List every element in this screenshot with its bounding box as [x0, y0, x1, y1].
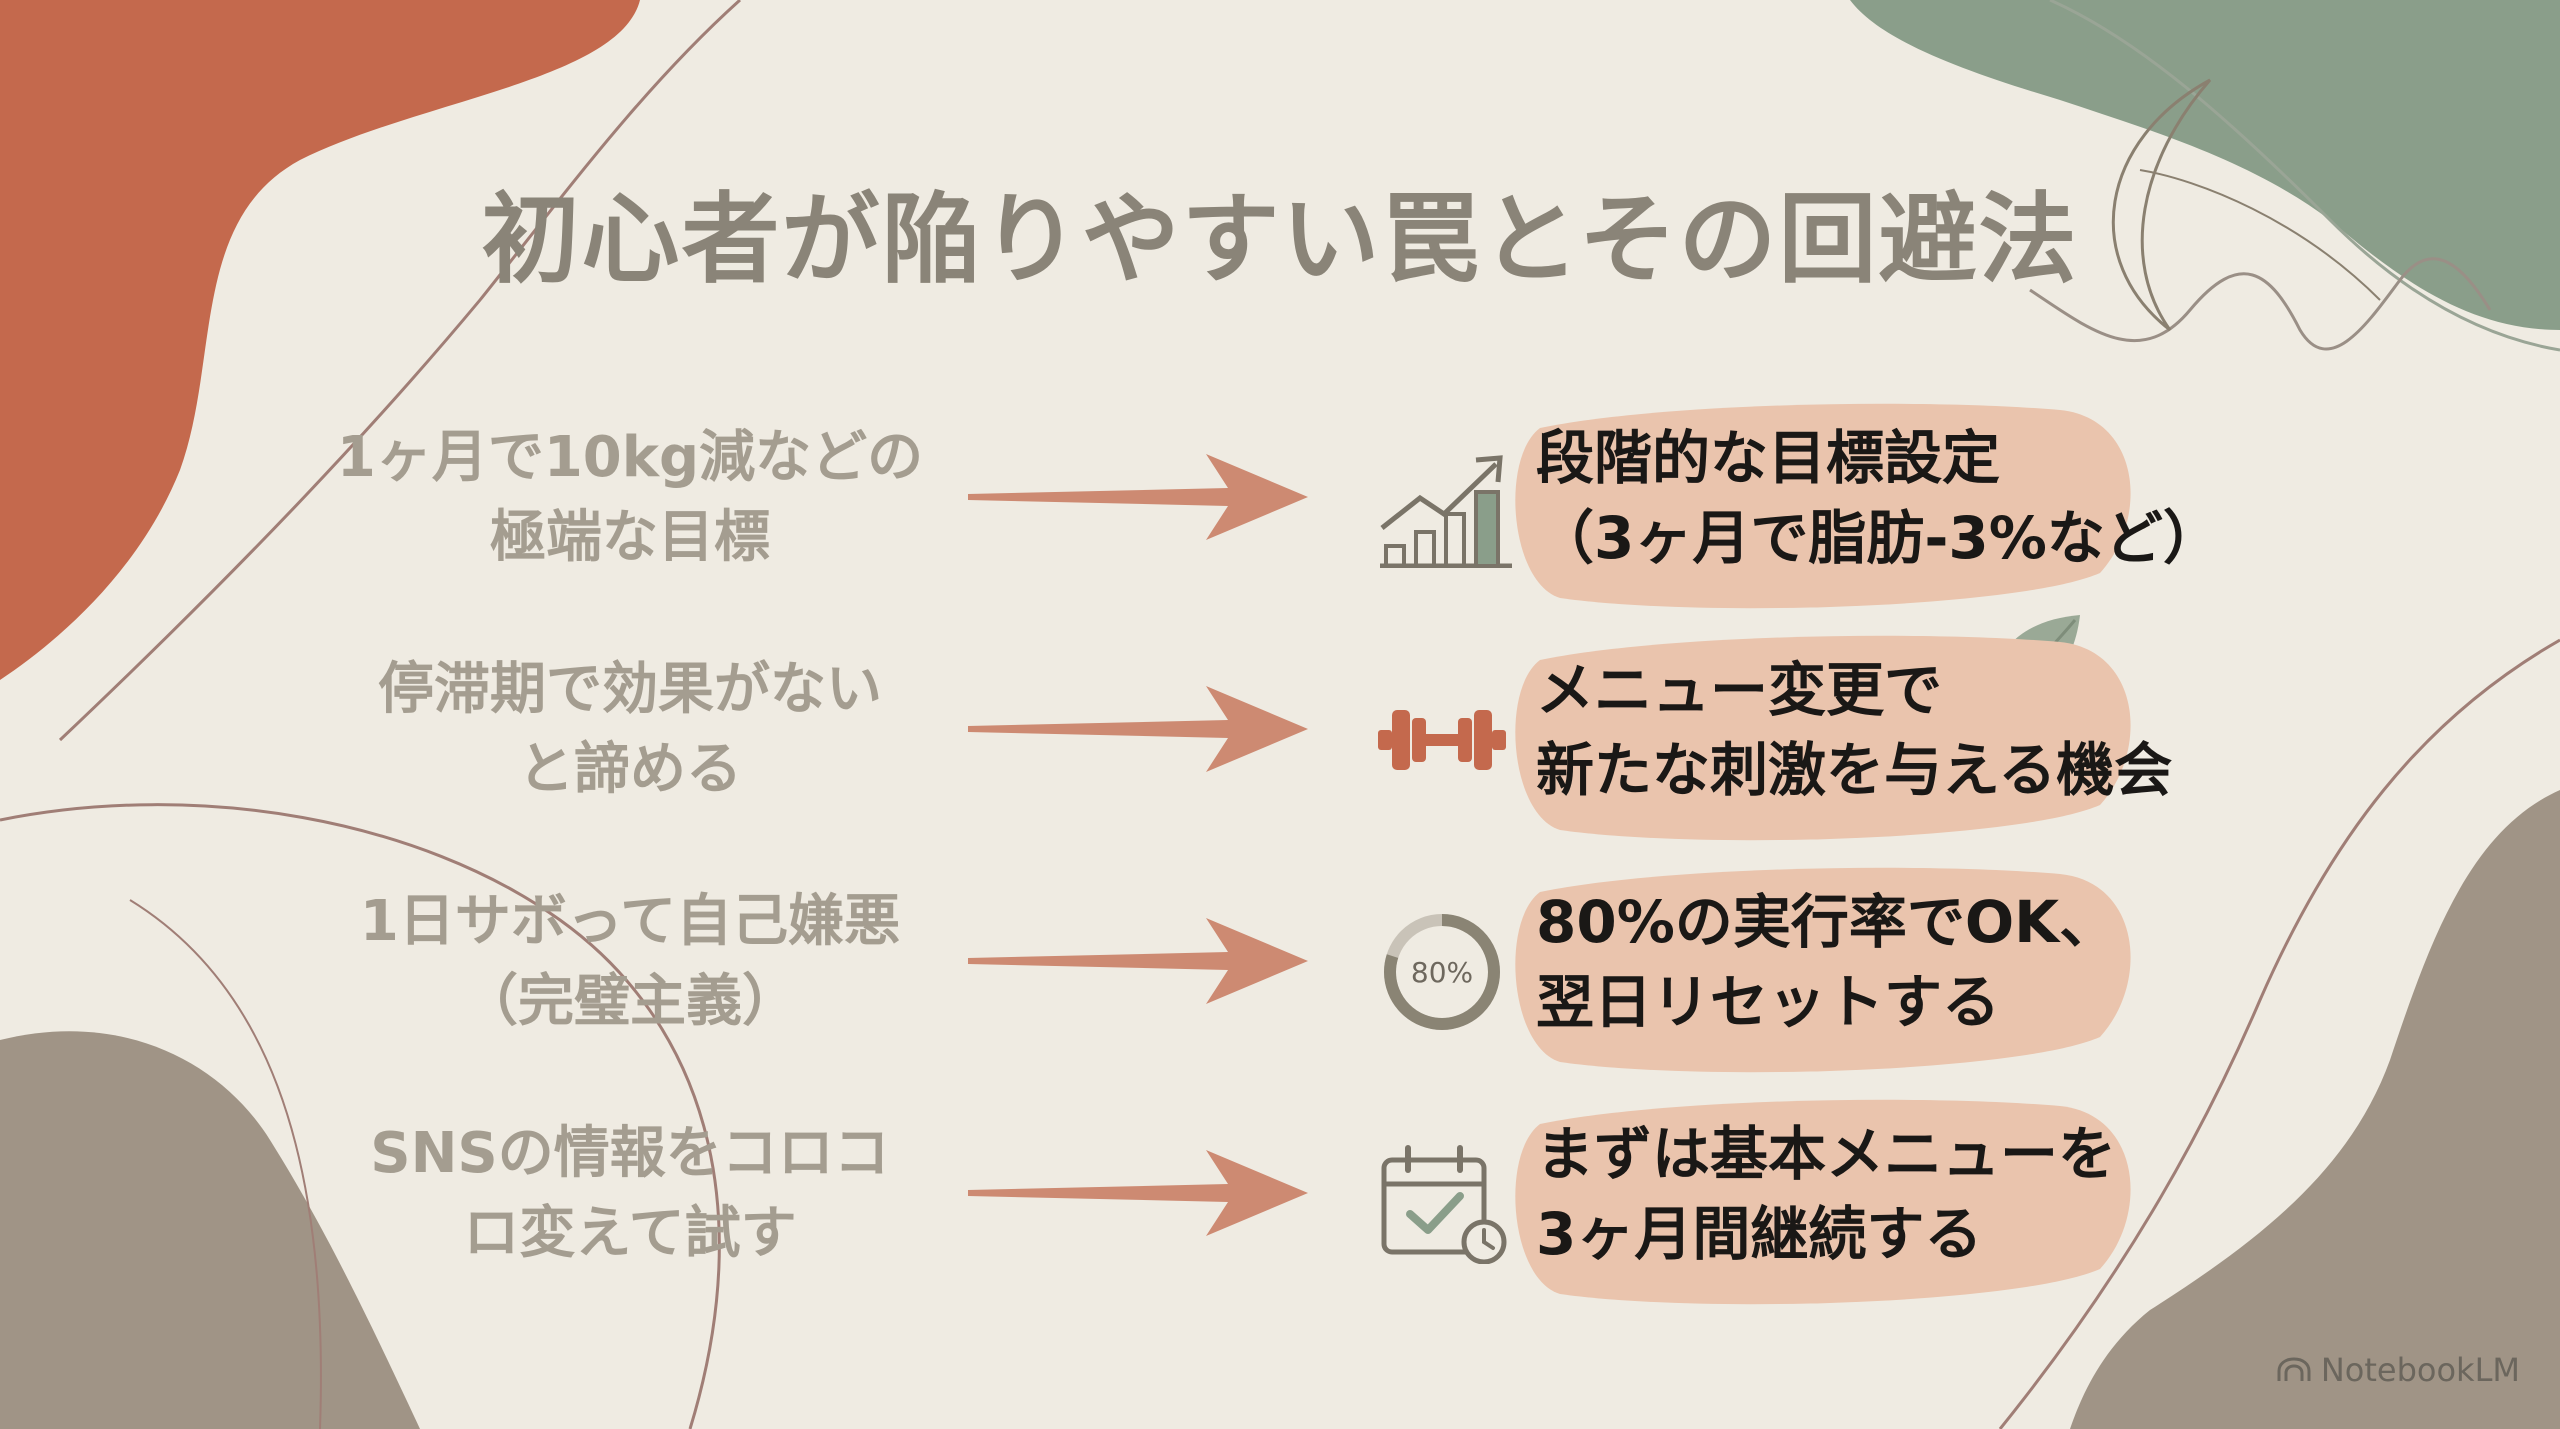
taupe-blob-left — [0, 1031, 420, 1429]
taupe-blob-right — [2070, 790, 2560, 1429]
right-arrow-icon — [968, 1150, 1308, 1236]
solution-highlight — [1515, 1099, 2131, 1305]
terracotta-blob — [0, 0, 640, 680]
solution-highlight — [1515, 635, 2131, 841]
solution-highlight — [1515, 867, 2131, 1073]
svg-text:80%: 80% — [1411, 956, 1473, 989]
solution-text: 80%の実行率でOK、 翌日リセットする — [1536, 888, 2118, 1036]
problem-text: 1日サボって自己嫌悪 （完璧主義） — [359, 889, 901, 1034]
right-arrow-icon — [968, 686, 1308, 772]
right-arrow-icon — [968, 918, 1308, 1004]
growth-chart-icon — [1380, 455, 1512, 568]
problem-text: 停滞期で効果がない と諦める — [378, 657, 882, 802]
dumbbell-icon — [1378, 710, 1506, 770]
tip-row-3: 1日サボって自己嫌悪 （完璧主義） 80% 80%の実行率でOK、 翌日リセット… — [0, 862, 2560, 1073]
solution-text: 段階的な目標設定 （3ヶ月で脂肪-3%など） — [1536, 424, 2221, 572]
notebooklm-watermark: NotebookLM — [2277, 1351, 2520, 1389]
page-title: 初心者が陥りやすい罠とその回避法 — [481, 182, 2079, 297]
problem-text: SNSの情報をコロコ ロ変えて試す — [370, 1121, 890, 1266]
tip-row-4: SNSの情報をコロコ ロ変えて試す まずは基本メニューを 3ヶ月間継続する — [0, 1094, 2560, 1305]
solution-text: まずは基本メニューを 3ヶ月間継続する — [1536, 1120, 2117, 1268]
right-arrow-icon — [968, 454, 1308, 540]
calendar-check-icon — [1381, 1145, 1507, 1264]
tip-row-2: 停滞期で効果がない と諦める メニュー変更で 新たな刺激を与える機会 — [0, 630, 2560, 841]
solution-highlight — [1515, 403, 2131, 609]
sage-blob — [1850, 0, 2560, 330]
brand-label: NotebookLM — [2320, 1351, 2520, 1389]
progress-ring-icon: 80% — [1384, 914, 1500, 1030]
solution-text: メニュー変更で 新たな刺激を与える機会 — [1536, 656, 2173, 804]
tip-row-1: 1ヶ月で10kg減などの 極端な目標 段階的な目標設定 （3ヶ月で脂肪-3%など… — [0, 398, 2560, 609]
notebooklm-logo-icon — [2277, 1357, 2311, 1381]
problem-text: 1ヶ月で10kg減などの 極端な目標 — [336, 425, 924, 570]
